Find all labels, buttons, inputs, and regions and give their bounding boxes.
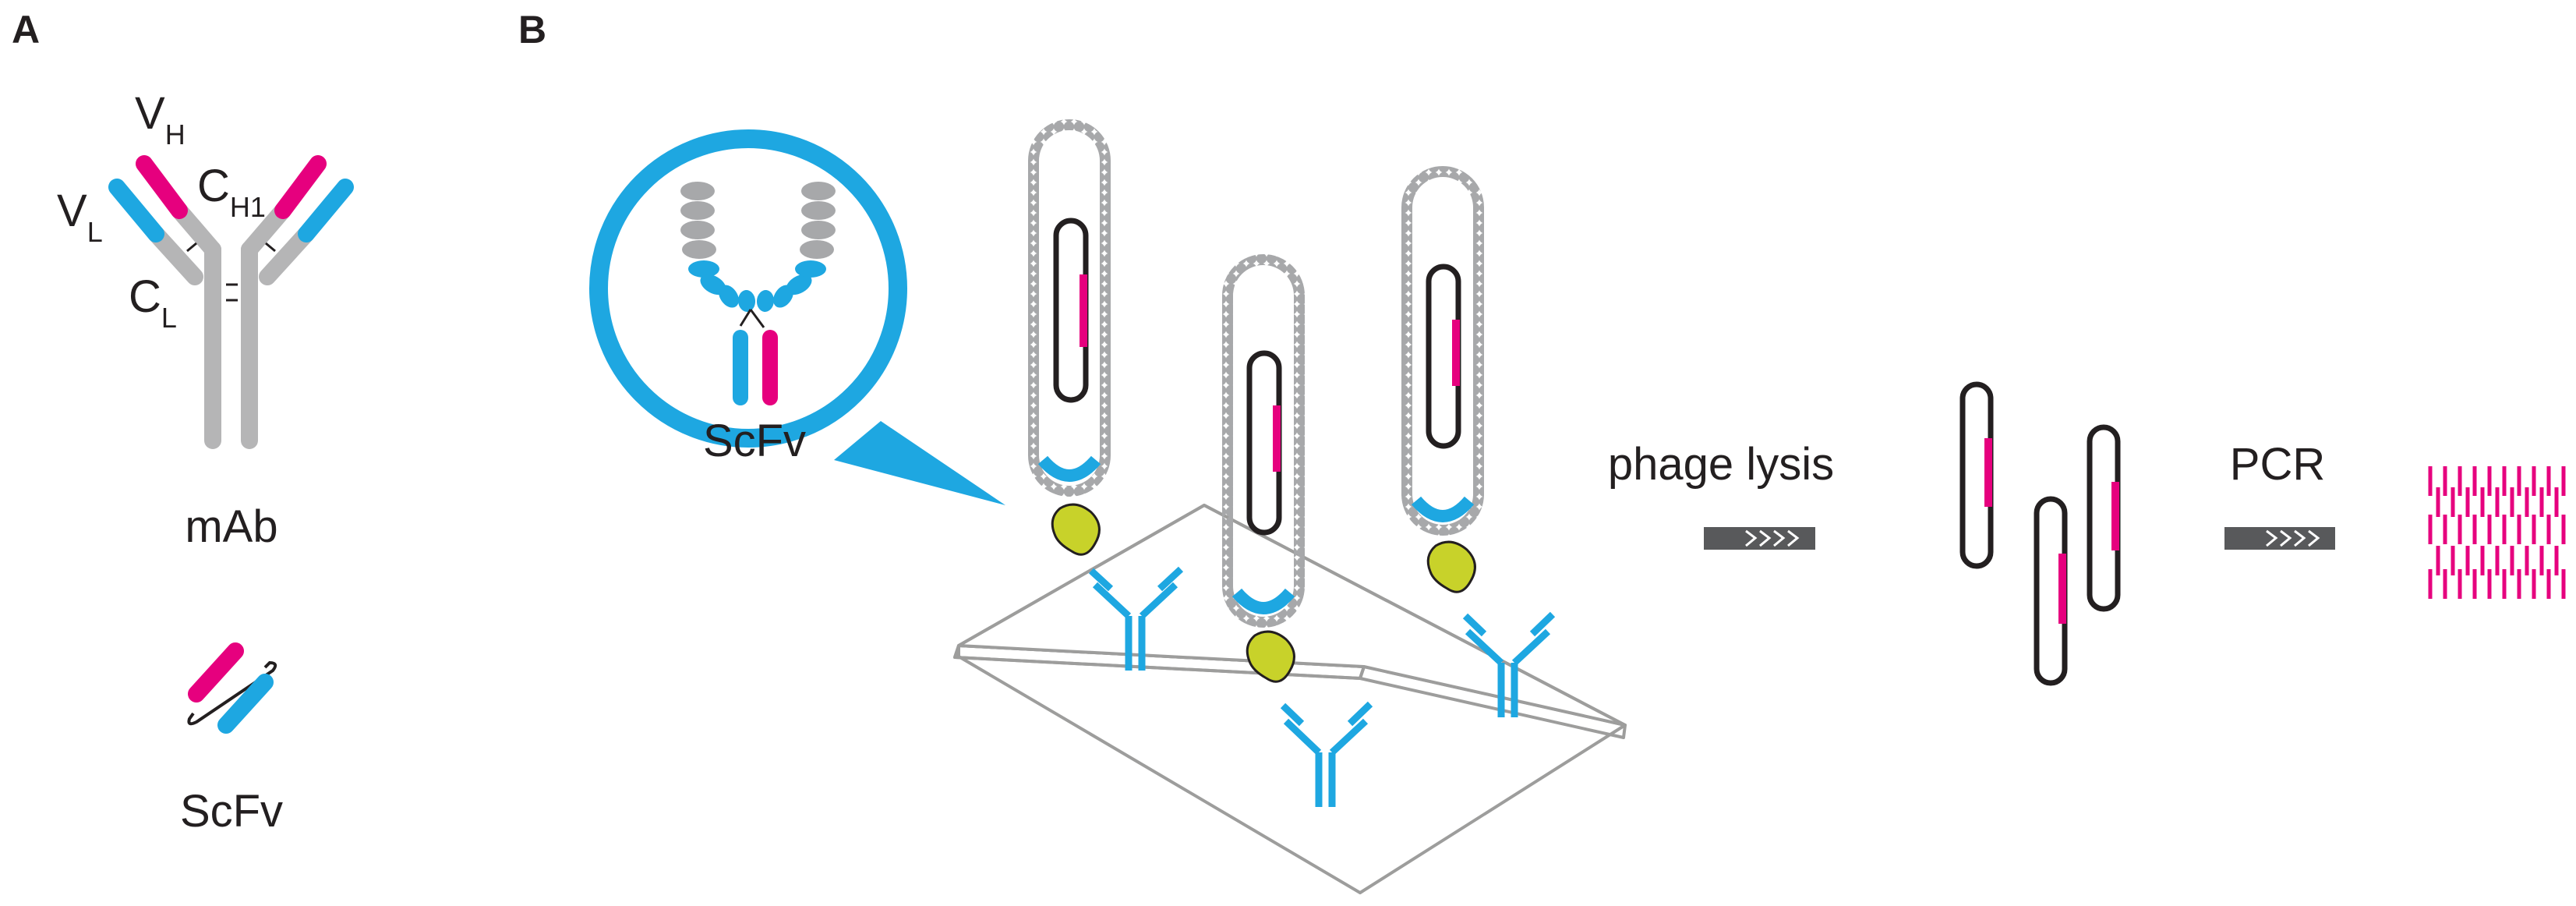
phage-scfv-display [1411, 496, 1475, 522]
cl-domain-right [259, 225, 315, 285]
capture-antibody-1 [1088, 566, 1184, 671]
phage-scfv-display [1231, 588, 1295, 614]
vh-domain-left [136, 155, 188, 219]
scfv-icon [187, 642, 277, 734]
panel-label-b: B [518, 8, 546, 51]
antigen-1 [1051, 503, 1101, 556]
cl-domain-left [147, 225, 203, 285]
vl-label: VL [57, 186, 103, 248]
capture-antibody-2 [1280, 701, 1373, 807]
released-phagemids [1959, 381, 2121, 686]
pcr-amplified-fragments [2428, 466, 2566, 599]
scfv-zoom-inset: ScFv [589, 129, 1005, 505]
mab-label: mAb [185, 501, 277, 552]
capture-antibody-3 [1462, 611, 1556, 717]
antigen-2 [1246, 630, 1295, 683]
phage-2 [1222, 254, 1305, 628]
phage-coat [1028, 119, 1111, 497]
antigen-3 [1426, 540, 1476, 593]
antibody-diagram [108, 155, 354, 449]
antigen-plate [953, 504, 1627, 894]
phage-1 [1028, 119, 1111, 497]
cl-label: CL [129, 271, 177, 334]
inset-pIII-display [688, 260, 826, 312]
vh-label: VH [135, 88, 186, 150]
phage-lysis-label: phage lysis [1608, 439, 1834, 490]
pcr-label: PCR [2230, 439, 2325, 490]
inset-phage-coat [680, 182, 836, 259]
pcr-arrow-icon [2224, 527, 2335, 550]
phage-scfv-display [1037, 455, 1101, 482]
vl-domain-right [298, 179, 354, 242]
phage-coat [1222, 254, 1305, 628]
phage-coat [1401, 166, 1484, 536]
panel-label-a: A [12, 8, 40, 51]
scfv-label: ScFv [180, 786, 283, 837]
phage-3 [1401, 166, 1484, 536]
inset-scfv-label: ScFv [703, 416, 806, 466]
lysis-arrow-icon [1704, 527, 1815, 550]
vh-domain-right [274, 155, 327, 219]
ch1-label: CH1 [197, 161, 266, 223]
disulfide-bonds [186, 242, 276, 302]
vl-domain-left [108, 179, 164, 242]
